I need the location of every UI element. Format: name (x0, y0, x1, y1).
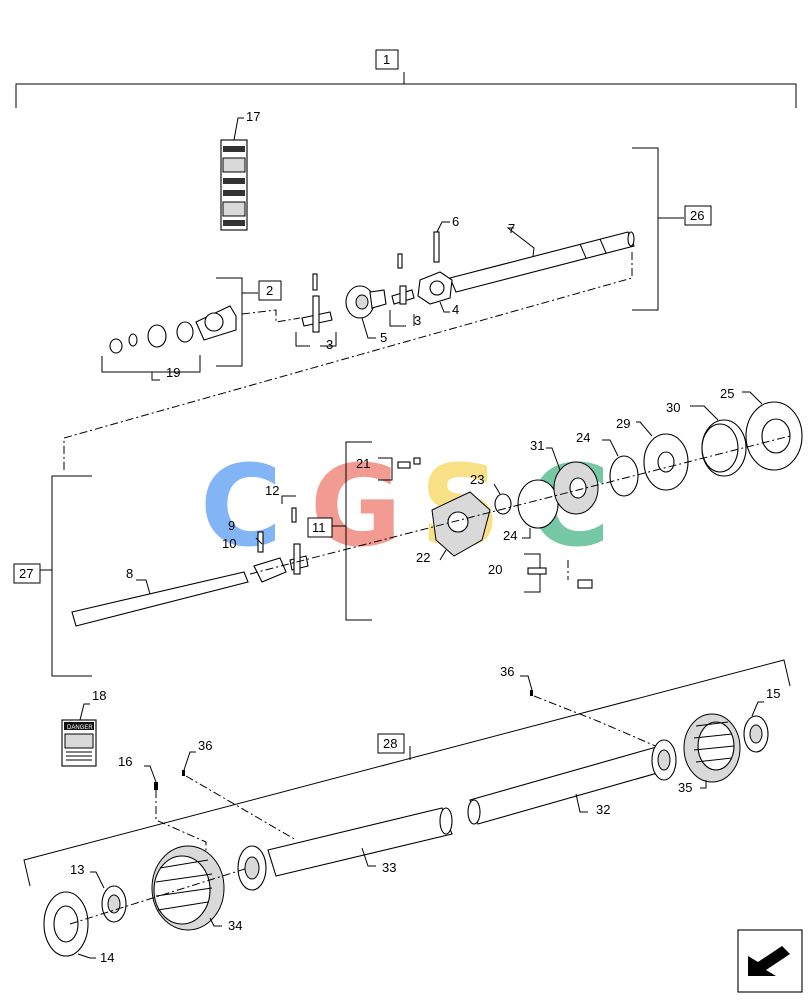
watermark-letter-c1: C (200, 442, 282, 572)
label-24a: 24 (576, 430, 590, 445)
label-9: 9 (228, 518, 235, 533)
label-24b: 24 (503, 528, 517, 543)
label-22: 22 (416, 550, 430, 565)
label-15: 15 (766, 686, 780, 701)
label-2: 2 (266, 283, 273, 298)
label-4: 4 (452, 302, 459, 317)
label-26: 26 (690, 208, 704, 223)
label-23: 23 (470, 472, 484, 487)
label-3b: 3 (414, 313, 421, 328)
nav-arrow-icon[interactable] (737, 929, 803, 993)
label-28: 28 (383, 736, 397, 751)
safety-decal-18: DANGER 18 (61, 688, 106, 767)
label-36b: 36 (198, 738, 212, 753)
label-21: 21 (356, 456, 370, 471)
label-7: 7 (508, 221, 515, 236)
safety-decal-17: 17 (220, 109, 260, 231)
label-18: 18 (92, 688, 106, 703)
label-14: 14 (100, 950, 114, 965)
label-31: 31 (530, 438, 544, 453)
label-34: 34 (228, 918, 242, 933)
label-36a: 36 (500, 664, 514, 679)
label-32: 32 (596, 802, 610, 817)
label-12: 12 (265, 483, 279, 498)
label-20: 20 (488, 562, 502, 577)
label-1: 1 (383, 52, 390, 67)
label-25: 25 (720, 386, 734, 401)
label-8: 8 (126, 566, 133, 581)
label-6: 6 (452, 214, 459, 229)
lower-shaft-group: 28 36 36 16 32 35 15 (23, 659, 791, 965)
label-27: 27 (19, 566, 33, 581)
label-29: 29 (616, 416, 630, 431)
label-16: 16 (118, 754, 132, 769)
label-17: 17 (246, 109, 260, 124)
label-11: 11 (312, 520, 326, 535)
label-33: 33 (382, 860, 396, 875)
label-19: 19 (166, 365, 180, 380)
decal-heading: DANGER (67, 725, 93, 731)
upper-shaft-group: 26 7 6 4 3 5 3 (63, 147, 712, 470)
label-30: 30 (666, 400, 680, 415)
label-3a: 3 (326, 337, 333, 352)
label-35: 35 (678, 780, 692, 795)
middle-shaft-group: 27 8 9 10 12 11 21 22 23 (13, 386, 803, 677)
label-13: 13 (70, 862, 84, 877)
label-5: 5 (380, 330, 387, 345)
label-10: 10 (222, 536, 236, 551)
assembly-bracket: 1 (15, 49, 797, 108)
watermark-letter-g: G (310, 442, 402, 572)
